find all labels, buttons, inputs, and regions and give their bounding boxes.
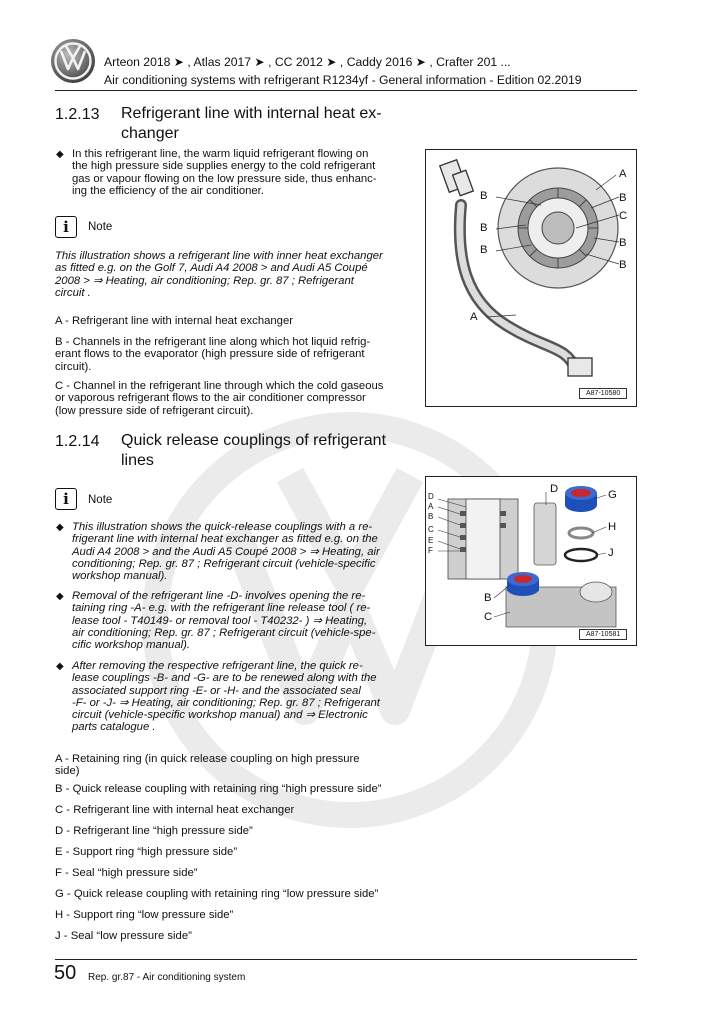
note-bullet: Removal of the refrigerant line -D- invo… — [72, 590, 412, 651]
text-line: This illustration shows the quick-releas… — [72, 521, 373, 533]
figure-label: B — [619, 259, 627, 271]
section-number: 1.2.14 — [55, 433, 100, 450]
legend-item-c: C - Channel in the refrigerant line thro… — [55, 380, 415, 417]
text-line: parts catalogue . — [72, 721, 156, 734]
legend-item-e: E - Support ring “high pressure side” — [55, 846, 238, 858]
figure-label: B — [619, 192, 627, 204]
figure-code: A87-10581 — [579, 629, 628, 640]
figure-label: F — [428, 546, 433, 555]
text-line: 2008 > ⇒ Heating, air conditioning; Rep.… — [55, 274, 354, 287]
section-intro: In this refrigerant line, the warm liqui… — [72, 148, 412, 197]
text-line: erant flows to the evaporator (high pres… — [55, 348, 365, 361]
footer-divider — [55, 959, 637, 960]
text-line: A - Retaining ring (in quick release cou… — [55, 753, 360, 765]
info-icon: i — [55, 216, 77, 238]
text-line: circuit . — [55, 286, 91, 299]
coupling-illustration — [437, 486, 617, 628]
section-number: 1.2.13 — [55, 106, 100, 123]
note-bullet: After removing the respective refrigeran… — [72, 660, 412, 734]
note-text: This illustration shows a refrigerant li… — [55, 250, 415, 299]
text-line: circuit (vehicle-specific workshop manua… — [72, 709, 368, 722]
bullet-diamond: ◆ — [56, 522, 64, 533]
legend-item-f: F - Seal “high pressure side” — [55, 867, 198, 879]
text-line: taining ring -A- e.g. with the refrigera… — [72, 602, 371, 615]
text-line: gas or vapour flowing on the low pressur… — [72, 172, 377, 185]
figure-label: D — [550, 483, 559, 495]
figure-label: C — [484, 611, 493, 623]
figure-label: E — [428, 536, 434, 545]
figure-label: J — [608, 547, 614, 559]
text-line: Audi A4 2008 > and the Audi A5 Coupé 200… — [72, 545, 380, 558]
text-line: side) — [55, 765, 80, 778]
legend-item-b: B - Channels in the refrigerant line alo… — [55, 336, 415, 373]
text-line: workshop manual). — [72, 570, 168, 583]
text-line: air conditioning; Rep. gr. 87 ; Refriger… — [72, 626, 376, 639]
legend-item-g: G - Quick release coupling with retainin… — [55, 888, 379, 900]
figure-label: A — [428, 502, 434, 511]
legend-item-b: B - Quick release coupling with retainin… — [55, 783, 382, 795]
figure-label: C — [428, 525, 434, 534]
legend-item-a: A - Refrigerant line with internal heat … — [55, 315, 415, 327]
figure-label: H — [608, 521, 617, 533]
text-line: the high pressure side supplies energy t… — [72, 160, 376, 173]
page-number: 50 — [54, 962, 77, 984]
text-line: as fitted e.g. on the Golf 7, Audi A4 20… — [55, 262, 368, 275]
figure-label: B — [484, 592, 492, 604]
figure-label: B — [480, 244, 488, 256]
header-models: Arteon 2018 ➤ , Atlas 2017 ➤ , CC 2012 ➤… — [104, 55, 511, 69]
bullet-diamond: ◆ — [56, 661, 64, 672]
figure-label: D — [428, 492, 434, 501]
figure-label: A — [470, 311, 478, 323]
text-line: ing the efficiency of the air conditione… — [72, 184, 264, 197]
legend-item-h: H - Support ring “low pressure side” — [55, 909, 234, 921]
text-line: -F- or -J- ⇒ Heating, air conditioning; … — [72, 696, 380, 709]
bullet-diamond: ◆ — [56, 149, 64, 160]
note-label: Note — [88, 221, 113, 233]
vw-logo — [50, 38, 96, 84]
text-line: lease tool - T40149- or removal tool - T… — [72, 614, 368, 627]
text-line: This illustration shows a refrigerant li… — [55, 250, 383, 262]
figure-label: B — [619, 237, 627, 249]
info-icon: i — [55, 488, 77, 510]
figure-refrigerant-line: B B B A B C B B A A87-10580 — [425, 149, 637, 407]
note-label: Note — [88, 494, 113, 506]
legend-item-d: D - Refrigerant line “high pressure side… — [55, 825, 253, 837]
figure-quick-release-couplings: D G H J B C D A B C E F A87-10581 — [425, 476, 637, 646]
text-line: A - Refrigerant line with internal heat … — [55, 315, 293, 327]
text-line: After removing the respective refrigeran… — [72, 660, 363, 672]
refrigerant-line-illustration — [438, 158, 620, 377]
text-line: circuit). — [55, 360, 92, 373]
bullet-diamond: ◆ — [56, 591, 64, 602]
text-line: frigerant line with internal heat exchan… — [72, 533, 378, 546]
figure-label: B — [428, 512, 434, 521]
header-divider — [55, 90, 637, 91]
note-bullet: This illustration shows the quick-releas… — [72, 521, 412, 582]
text-line: associated support ring -E- or -H- and t… — [72, 684, 361, 697]
legend-item-j: J - Seal “low pressure side” — [55, 930, 192, 942]
text-line: cific workshop manual). — [72, 639, 191, 652]
figure-label: B — [480, 222, 488, 234]
text-line: In this refrigerant line, the warm liqui… — [72, 148, 369, 160]
header-document-title: Air conditioning systems with refrigeran… — [104, 73, 582, 87]
text-line: lease couplings -B- and -G- are to be re… — [72, 672, 377, 685]
figure-code: A87-10580 — [579, 388, 628, 399]
text-line: B - Channels in the refrigerant line alo… — [55, 336, 371, 348]
section-title: Refrigerant line with internal heat ex- … — [121, 105, 382, 142]
legend-item-a: A - Retaining ring (in quick release cou… — [55, 753, 435, 778]
text-line: or vaporous refrigerant flows to the air… — [55, 392, 366, 405]
section-title: Quick release couplings of refrigerant l… — [121, 432, 387, 469]
legend-item-c: C - Refrigerant line with internal heat … — [55, 804, 295, 816]
text-line: Removal of the refrigerant line -D- invo… — [72, 590, 366, 602]
figure-label: A — [619, 168, 627, 180]
text-line: conditioning; Rep. gr. 87 ; Refrigerant … — [72, 557, 376, 570]
text-line: C - Channel in the refrigerant line thro… — [55, 380, 384, 392]
figure-label: C — [619, 210, 628, 222]
figure-label: G — [608, 489, 617, 501]
figure-label: B — [480, 190, 488, 202]
footer-chapter: Rep. gr.87 - Air conditioning system — [88, 972, 246, 983]
text-line: (low pressure side of refrigerant circui… — [55, 404, 254, 417]
